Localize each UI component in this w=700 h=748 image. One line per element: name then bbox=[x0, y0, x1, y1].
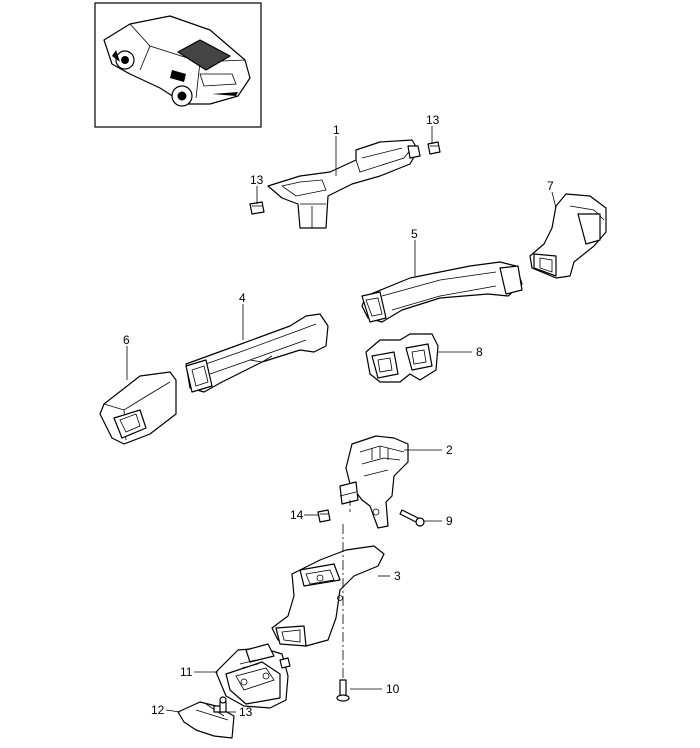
leader-lines bbox=[126, 126, 557, 713]
callout-13-top-right: 13 bbox=[426, 113, 440, 127]
callout-13-bottom: 13 bbox=[239, 705, 253, 719]
part-11-vent-outlet bbox=[215, 643, 291, 709]
part-4-center-duct bbox=[185, 313, 329, 393]
callout-12: 12 bbox=[151, 703, 165, 717]
part-7-vent-duct bbox=[529, 193, 607, 279]
part-6-nozzle bbox=[99, 371, 177, 445]
callout-5: 5 bbox=[411, 227, 418, 241]
callout-1: 1 bbox=[333, 123, 340, 137]
callout-8: 8 bbox=[476, 345, 483, 359]
callout-3: 3 bbox=[394, 569, 401, 583]
callout-7: 7 bbox=[547, 179, 554, 193]
callout-4: 4 bbox=[239, 291, 246, 305]
part-13-screw-lower bbox=[219, 696, 227, 713]
part-3-lower-duct bbox=[271, 545, 385, 647]
part-10-bolt bbox=[336, 679, 350, 702]
part-5-long-duct bbox=[361, 261, 523, 323]
callout-14: 14 bbox=[290, 508, 304, 522]
part-8-twin-outlet bbox=[365, 333, 439, 383]
callout-9: 9 bbox=[446, 514, 453, 528]
part-1-upper-air-duct bbox=[267, 139, 421, 229]
part-2-bracket bbox=[339, 435, 409, 529]
callout-11: 11 bbox=[180, 665, 193, 679]
part-9-screw bbox=[399, 509, 425, 527]
callout-2: 2 bbox=[446, 443, 453, 457]
callout-10: 10 bbox=[386, 682, 400, 696]
part-13-clips-upper bbox=[249, 141, 441, 215]
callout-6: 6 bbox=[123, 333, 130, 347]
part-14-clip bbox=[317, 509, 331, 523]
callout-13-top-left: 13 bbox=[250, 173, 264, 187]
car-thumbnail bbox=[94, 2, 262, 128]
